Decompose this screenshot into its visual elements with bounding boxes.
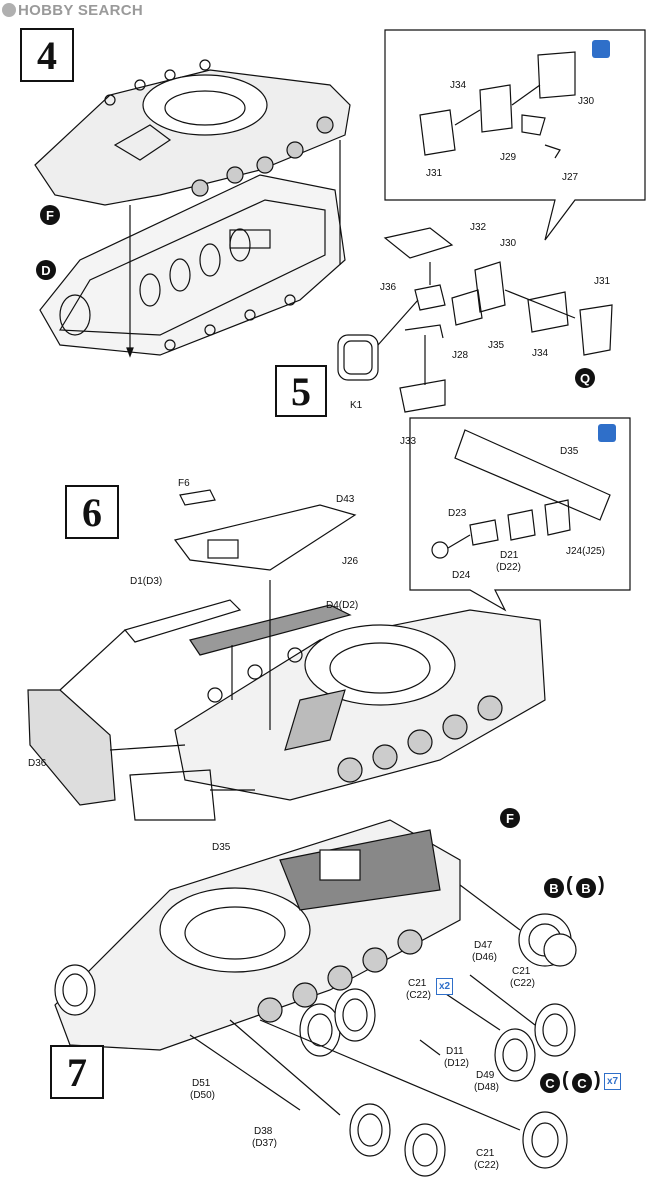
part-label-d48: (D48) bbox=[474, 1082, 500, 1093]
part-label-d43: D43 bbox=[336, 494, 355, 505]
paren-open: ( bbox=[566, 874, 573, 896]
part-label-j34-main: J34 bbox=[532, 348, 549, 359]
ref-marker-f-step7: F bbox=[500, 808, 520, 828]
part-label-j34: J34 bbox=[450, 80, 467, 91]
ref-marker-b: B bbox=[544, 878, 564, 898]
part-label-d24: D24 bbox=[452, 570, 471, 581]
part-label-d46: (D46) bbox=[472, 952, 498, 963]
quantity-badge-x2: x2 bbox=[436, 978, 453, 995]
paren-close-c: ) bbox=[594, 1069, 601, 1091]
part-label-j33: J33 bbox=[400, 436, 417, 447]
part-label-c22-a: (C22) bbox=[406, 990, 432, 1001]
part-label-j28: J28 bbox=[452, 350, 469, 361]
part-label-j27: J27 bbox=[562, 172, 579, 183]
part-label-d49: D49 bbox=[476, 1070, 495, 1081]
step6-inset-parts bbox=[431, 429, 611, 559]
part-label-d12: (D12) bbox=[444, 1058, 470, 1069]
part-label-d35-inset: D35 bbox=[560, 446, 579, 457]
quantity-badge-x7: x7 bbox=[604, 1073, 621, 1090]
part-label-j24: J24(J25) bbox=[566, 546, 605, 557]
part-label-d1: D1(D3) bbox=[130, 576, 163, 587]
step-number-5: 5 bbox=[275, 365, 327, 417]
step-number-7: 7 bbox=[50, 1045, 104, 1099]
part-label-d21: D21 bbox=[500, 550, 519, 561]
part-label-j30-main: J30 bbox=[500, 238, 517, 249]
part-label-j26: J26 bbox=[342, 556, 359, 567]
part-label-j31-main: J31 bbox=[594, 276, 611, 287]
part-label-c21-b: C21 bbox=[512, 966, 531, 977]
part-label-d35: D35 bbox=[212, 842, 231, 853]
part-label-d50: (D50) bbox=[190, 1090, 216, 1101]
hobby-search-logo-icon bbox=[2, 3, 16, 17]
part-label-j29: J29 bbox=[500, 152, 517, 163]
step7-hull bbox=[54, 819, 461, 1051]
part-label-k1: K1 bbox=[350, 400, 363, 411]
part-label-d23: D23 bbox=[448, 508, 467, 519]
step7-wheels bbox=[54, 913, 577, 1177]
part-label-c21-a: C21 bbox=[408, 978, 427, 989]
glue-tube-icon bbox=[598, 424, 616, 442]
part-label-c22-c: (C22) bbox=[474, 1160, 500, 1171]
part-label-j36: J36 bbox=[380, 282, 397, 293]
glue-tube-icon bbox=[592, 40, 610, 58]
part-label-f6: F6 bbox=[178, 478, 190, 489]
ref-marker-q: Q bbox=[575, 368, 595, 388]
part-label-j32: J32 bbox=[470, 222, 487, 233]
part-label-j31: J31 bbox=[426, 168, 443, 179]
part-label-d37: (D37) bbox=[252, 1138, 278, 1149]
watermark: HOBBY SEARCH bbox=[2, 2, 143, 19]
part-label-c22-b: (C22) bbox=[510, 978, 536, 989]
part-label-d38: D38 bbox=[254, 1126, 273, 1137]
ref-marker-b-alt: B bbox=[576, 878, 596, 898]
part-label-d22: (D22) bbox=[496, 562, 522, 573]
part-label-c21-c: C21 bbox=[476, 1148, 495, 1159]
part-label-d47: D47 bbox=[474, 940, 493, 951]
step-number-4: 4 bbox=[20, 28, 74, 82]
part-label-d4: D4(D2) bbox=[326, 600, 359, 611]
step5-inset-parts bbox=[419, 51, 576, 159]
part-label-d11: D11 bbox=[446, 1046, 464, 1057]
step5-parts bbox=[337, 227, 613, 413]
step4-lower-hull bbox=[39, 174, 346, 356]
step6-hull bbox=[174, 609, 546, 801]
ref-marker-d: D bbox=[36, 260, 56, 280]
ref-marker-c: C bbox=[540, 1073, 560, 1093]
paren-close: ) bbox=[598, 874, 605, 896]
part-label-d51: D51 bbox=[192, 1078, 211, 1089]
ref-marker-f: F bbox=[40, 205, 60, 225]
paren-open-c: ( bbox=[562, 1069, 569, 1091]
part-label-j35: J35 bbox=[488, 340, 505, 351]
part-label-j30: J30 bbox=[578, 96, 595, 107]
step-number-6: 6 bbox=[65, 485, 119, 539]
ref-marker-c-alt: C bbox=[572, 1073, 592, 1093]
part-label-d36: D36 bbox=[28, 758, 47, 769]
step4-upper-hull bbox=[34, 59, 351, 206]
